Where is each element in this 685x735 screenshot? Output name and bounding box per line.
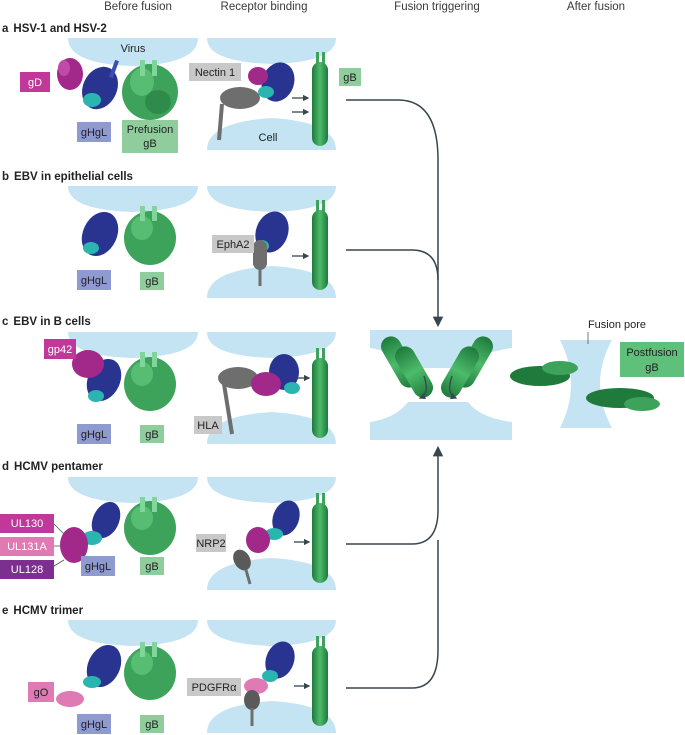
HLA-label: HLA	[197, 420, 219, 432]
UL128-label: UL128	[11, 564, 43, 576]
gp42-label-box	[44, 339, 76, 359]
gD-structure	[57, 58, 83, 90]
gHgL-label-b: gHgL	[81, 275, 107, 287]
cell-label: Cell	[259, 132, 278, 144]
UL128-label-box	[0, 560, 54, 579]
postfusion-gB-structure	[510, 361, 660, 411]
UL130-label-box	[0, 514, 54, 533]
gHgL-label-box-e	[77, 714, 111, 734]
gB-label-box-d	[140, 557, 164, 575]
gD-gHgL-complex	[248, 62, 295, 102]
gHgL-label-box	[77, 122, 111, 142]
gHgL-label-box-d	[81, 556, 115, 576]
gB-label-e: gB	[145, 719, 158, 731]
gO-structure	[56, 691, 84, 707]
NRP2-label: NRP2	[196, 538, 225, 550]
gO-label: gO	[34, 687, 49, 699]
UL131A-label-box	[0, 537, 54, 556]
gHgL-label-d: gHgL	[85, 561, 111, 573]
gB-label-d: gB	[145, 561, 158, 573]
prefusion-gB-label-line2: gB	[143, 138, 156, 150]
virus-label: Virus	[121, 43, 146, 55]
row-b-binding-panel: EphA2	[207, 186, 336, 298]
gB-label-box-b	[140, 272, 164, 290]
postfusion-gB-label-box	[620, 342, 684, 377]
NRP2-receptor	[233, 549, 251, 571]
HLA-label-box	[194, 416, 222, 434]
header-fusion-triggering: Fusion triggering	[394, 1, 480, 13]
NRP2-label-box	[196, 534, 226, 552]
header-receptor-binding: Receptor binding	[221, 1, 308, 13]
gB-label-b: gB	[145, 276, 158, 288]
row-d-binding-panel: NRP2	[196, 477, 336, 590]
gB-label-a: gB	[343, 72, 356, 84]
fusion-pore-label: Fusion pore	[588, 319, 646, 331]
row-e-binding-panel: PDGFRα	[187, 620, 336, 733]
row-b-before-panel: gHgL gB	[68, 186, 198, 290]
postfusion-gB-label-line1: Postfusion	[626, 347, 677, 359]
PDGFRa-label: PDGFRα	[192, 682, 238, 694]
row-a-binding-panel: Cell Nectin 1 gB	[189, 38, 361, 150]
header-after-fusion: After fusion	[567, 1, 625, 13]
after-fusion-panel: Fusion pore Postfusion gB	[510, 319, 684, 428]
gD-label-box	[20, 72, 50, 92]
nectin1-receptor	[217, 87, 260, 141]
ephA2-label-box	[212, 235, 254, 253]
row-c-binding-panel: HLA	[194, 332, 336, 444]
flow-arrows	[346, 99, 444, 689]
prefusion-gB-label-line1: Prefusion	[127, 124, 173, 136]
gHgL-structure	[82, 59, 119, 110]
prefusion-gB-label-box	[122, 120, 178, 153]
gO-label-box	[28, 682, 54, 702]
row-e-before-panel: gO gHgL gB	[28, 620, 198, 734]
gHgL-label-box-b	[77, 270, 111, 290]
nectin1-label-box	[189, 63, 241, 81]
UL131A-label: UL131A	[7, 541, 47, 553]
gHgL-label-c: gHgL	[81, 429, 107, 441]
HLA-receptor	[218, 367, 258, 389]
PDGFRa-label-box	[187, 678, 241, 696]
ephA2-label: EphA2	[216, 239, 249, 251]
UL130-label: UL130	[11, 518, 43, 530]
gHgL-label: gHgL	[81, 127, 107, 139]
header-before-fusion: Before fusion	[104, 1, 172, 13]
gB-label-box-e	[140, 715, 164, 733]
nectin1-label: Nectin 1	[195, 67, 235, 79]
postfusion-gB-label-line2: gB	[645, 362, 658, 374]
ephA2-receptor	[253, 240, 267, 270]
gHgL-label-box-c	[77, 424, 111, 444]
gB-label-c: gB	[145, 429, 158, 441]
fusion-triggering-panel	[370, 330, 512, 440]
row-c-before-panel: gp42 gHgL gB	[44, 332, 198, 444]
gB-receptor-state	[312, 52, 328, 146]
gp42-label: gp42	[48, 344, 72, 356]
row-d-before-panel: UL130 UL131A UL128 gHgL gB	[0, 477, 198, 579]
gB-label-box-c	[140, 425, 164, 443]
gB-label-box-a	[339, 68, 361, 86]
PDGFRa-receptor	[244, 690, 260, 710]
gHgL-label-e: gHgL	[81, 719, 107, 731]
gD-label: gD	[28, 77, 42, 89]
prefusion-gb-structure	[122, 60, 178, 120]
row-a-before-panel: Virus gD gHgL Prefusion gB	[20, 38, 198, 153]
